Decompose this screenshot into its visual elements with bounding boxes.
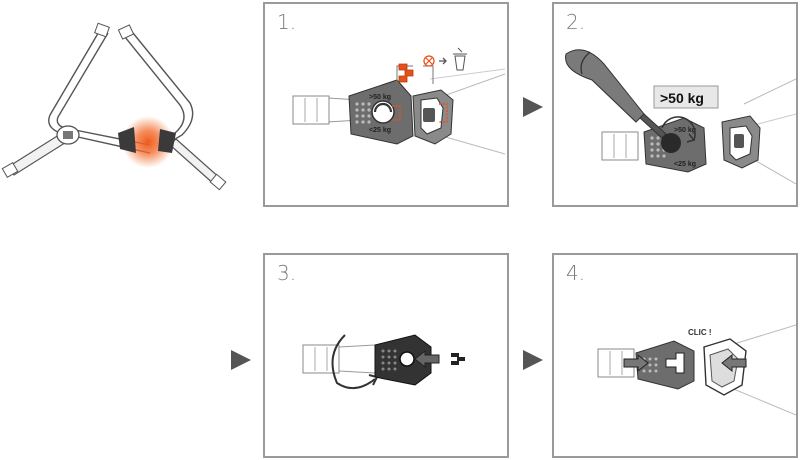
click-label: CLIC !	[688, 328, 712, 337]
step-3-panel: 3.	[263, 253, 509, 458]
step-1-panel: 1. >50 kg <25 kg	[263, 2, 509, 207]
step-2-illustration: >50 kg <25 kg >50 kg	[565, 49, 796, 185]
harness-overview	[1, 22, 227, 191]
arrow-right-icon	[231, 350, 251, 370]
label-under-25-step2: <25 kg	[674, 161, 696, 168]
step-3-illustration	[302, 334, 465, 390]
step-4-illustration: CLIC !	[597, 324, 796, 416]
arrow-right-icon	[523, 97, 543, 117]
step-1-number: 1.	[277, 10, 297, 34]
callout-label: >50 kg	[660, 90, 704, 106]
step-1-illustration: >50 kg <25 kg	[292, 47, 506, 155]
step-3-number: 3.	[277, 261, 297, 285]
step-2-number: 2.	[566, 10, 586, 34]
trash-bin-icon	[454, 55, 466, 71]
screwdriver	[565, 49, 645, 123]
step-4-number: 4.	[566, 261, 586, 285]
label-under-25: <25 kg	[369, 127, 391, 134]
clip-piece-icon	[451, 353, 465, 365]
arrow-right-icon	[523, 350, 543, 370]
orange-clip-icon	[398, 63, 414, 83]
label-over-50-step2: >50 kg	[674, 127, 696, 134]
label-over-50: >50 kg	[369, 94, 391, 101]
step-2-panel: 2. >50 kg <25 kg >50 kg	[552, 2, 798, 207]
step-4-panel: 4. CLIC !	[552, 253, 798, 458]
